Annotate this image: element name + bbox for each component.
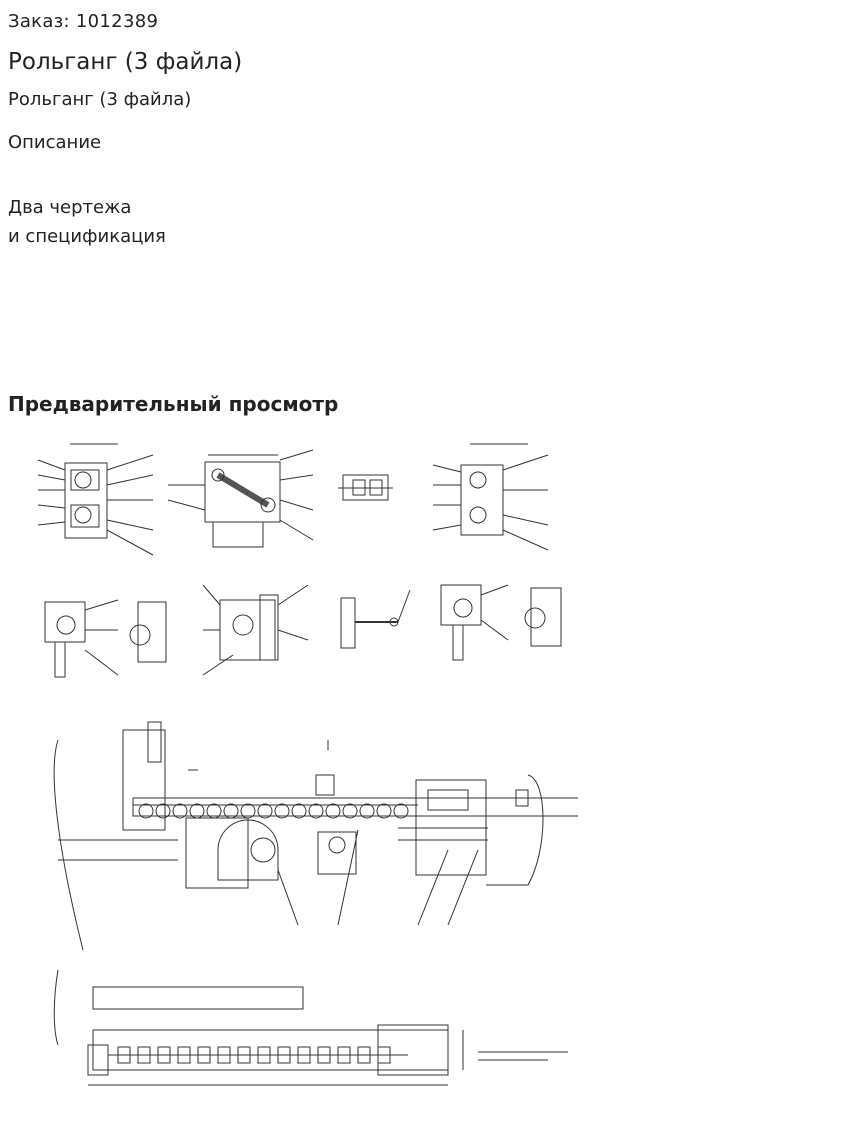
page-title: Рольганг (3 файла) (8, 49, 243, 75)
drawing-view-8 (440, 584, 562, 661)
drawing-view-7 (340, 589, 411, 649)
drawing-view-6 (202, 584, 309, 676)
drawing-preview-image[interactable] (8, 430, 578, 1100)
drawing-plan-view (53, 969, 568, 1086)
description-heading: Описание (8, 132, 102, 153)
drawing-view-3 (338, 474, 393, 501)
preview-heading: Предварительный просмотр (8, 392, 339, 416)
description-line: и спецификация (8, 226, 166, 247)
drawing-view-4 (432, 443, 549, 551)
description-text: Два чертежа и спецификация (8, 193, 166, 251)
drawing-view-5 (44, 599, 167, 678)
page-subtitle: Рольганг (3 файла) (8, 89, 192, 110)
drawing-main-view (53, 721, 578, 951)
description-line: Два чертежа (8, 197, 132, 218)
order-number: Заказ: 1012389 (8, 11, 159, 32)
drawing-view-2 (167, 449, 314, 548)
plan-rollers (117, 1046, 391, 1064)
drawing-view-1 (37, 443, 154, 556)
